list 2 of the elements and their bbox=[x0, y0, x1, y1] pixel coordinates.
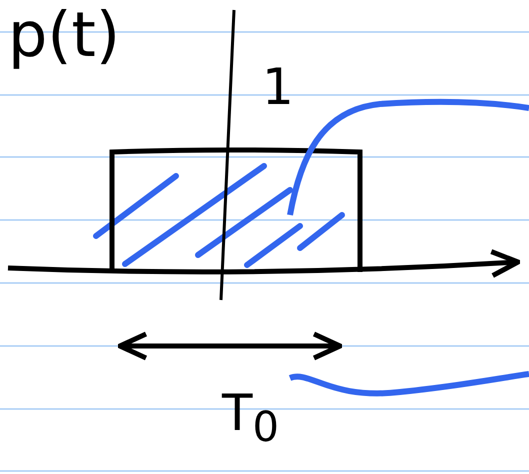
width-label: T$_{0}$ bbox=[222, 388, 280, 448]
height-label: 1 bbox=[262, 62, 294, 112]
